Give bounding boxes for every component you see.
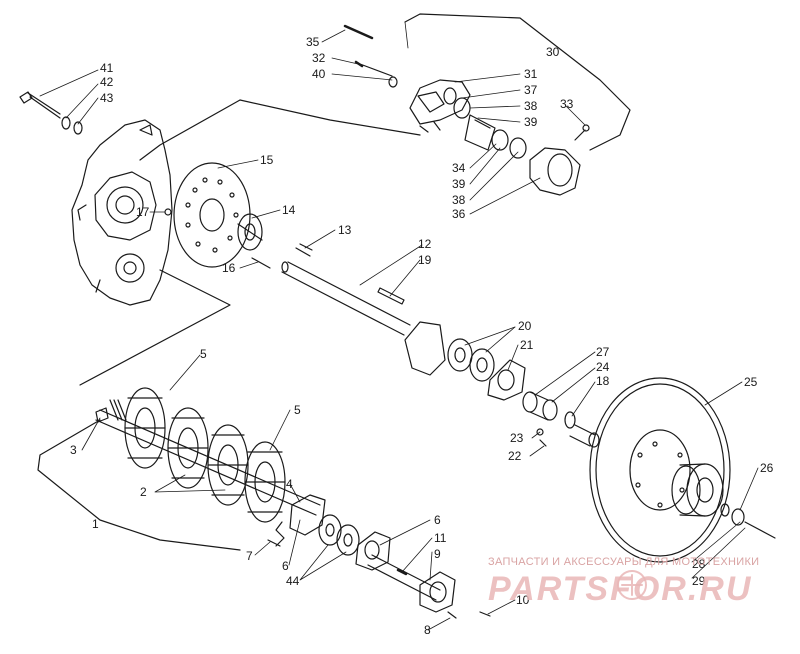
callout-39-upper: 39 <box>524 115 538 129</box>
rotor-hub <box>671 463 724 517</box>
brake-caliper <box>343 24 590 196</box>
callout-41: 41 <box>100 61 114 75</box>
callout-21: 21 <box>520 338 534 352</box>
callout-36: 36 <box>452 207 466 221</box>
drive-sprocket <box>244 441 286 523</box>
brake-rotor <box>589 377 731 563</box>
callout-28: 28 <box>692 557 706 571</box>
callout-31: 31 <box>524 67 538 81</box>
hub-bolt <box>744 521 776 539</box>
callout-34: 34 <box>452 161 466 175</box>
callout-40: 40 <box>312 67 326 81</box>
callout-33: 33 <box>560 97 574 111</box>
callout-22: 22 <box>508 449 522 463</box>
brake-disc <box>173 162 251 268</box>
callout-16: 16 <box>222 261 236 275</box>
assembly-bracket-line <box>404 13 631 151</box>
callout-26: 26 <box>760 461 774 475</box>
end-shaft <box>367 554 456 613</box>
callout-14: 14 <box>282 203 296 217</box>
callout-42: 42 <box>100 75 114 89</box>
callout-35: 35 <box>306 35 320 49</box>
callout-7: 7 <box>246 549 253 563</box>
housing-bolt <box>19 91 83 135</box>
callout-29: 29 <box>692 574 706 588</box>
callout-23: 23 <box>510 431 524 445</box>
callout-5-left: 5 <box>200 347 207 361</box>
brake-shaft <box>281 243 411 336</box>
callout-37: 37 <box>524 83 538 97</box>
callout-38-upper: 38 <box>524 99 538 113</box>
callout-43: 43 <box>100 91 114 105</box>
assembly-bracket-line <box>79 269 231 386</box>
disc-bolt <box>251 257 271 269</box>
callout-9: 9 <box>434 547 441 561</box>
disc-hub <box>237 213 263 251</box>
callout-30: 30 <box>546 45 560 59</box>
callout-32: 32 <box>312 51 326 65</box>
drive-sprocket <box>167 407 209 489</box>
callout-19: 19 <box>418 253 432 267</box>
callout-24: 24 <box>596 360 610 374</box>
hub-washer <box>720 503 730 517</box>
watermark-logo: PARTSFOR.RU <box>488 570 753 608</box>
callout-5-right: 5 <box>294 403 301 417</box>
callout-17: 17 <box>136 205 150 219</box>
drive-sprocket <box>207 424 249 506</box>
callout-3: 3 <box>70 443 77 457</box>
callout-8: 8 <box>424 623 431 637</box>
watermark-logo-mark <box>617 570 647 600</box>
hub-bolt <box>164 208 172 216</box>
watermark-tagline: ЗАПЧАСТИ И АКСЕССУАРЫ ДЛЯ МОТОТЕХНИКИ <box>488 556 760 568</box>
shaft-bearing-set <box>275 494 391 571</box>
callout-11: 11 <box>434 531 447 545</box>
bearing-housing <box>404 321 526 401</box>
drive-sprocket <box>124 387 166 469</box>
callout-12: 12 <box>418 237 432 251</box>
callout-10: 10 <box>516 593 530 607</box>
callout-1: 1 <box>92 517 99 531</box>
flange-bolt <box>447 611 457 619</box>
callout-18: 18 <box>596 374 610 388</box>
callout-39-lower: 39 <box>452 177 466 191</box>
assembly-bracket-line <box>37 419 241 551</box>
callout-15: 15 <box>260 153 274 167</box>
callout-6-left: 6 <box>282 559 289 573</box>
hub-washer <box>731 508 745 526</box>
leader-lines <box>39 21 759 631</box>
callout-2: 2 <box>140 485 147 499</box>
flange-bolt <box>267 539 281 547</box>
chaincase-housing <box>71 119 173 306</box>
callout-13: 13 <box>338 223 352 237</box>
callout-25: 25 <box>744 375 758 389</box>
callout-20: 20 <box>518 319 532 333</box>
callout-4: 4 <box>286 477 293 491</box>
callout-38-lower: 38 <box>452 193 466 207</box>
callout-44: 44 <box>286 574 300 588</box>
flange-bolt <box>479 611 491 617</box>
shaft-spacers <box>522 391 600 448</box>
callout-27: 27 <box>596 345 610 359</box>
assembly-bracket-line <box>139 99 241 161</box>
assembly-bracket-line <box>239 99 421 136</box>
callout-6-right: 6 <box>434 513 441 527</box>
